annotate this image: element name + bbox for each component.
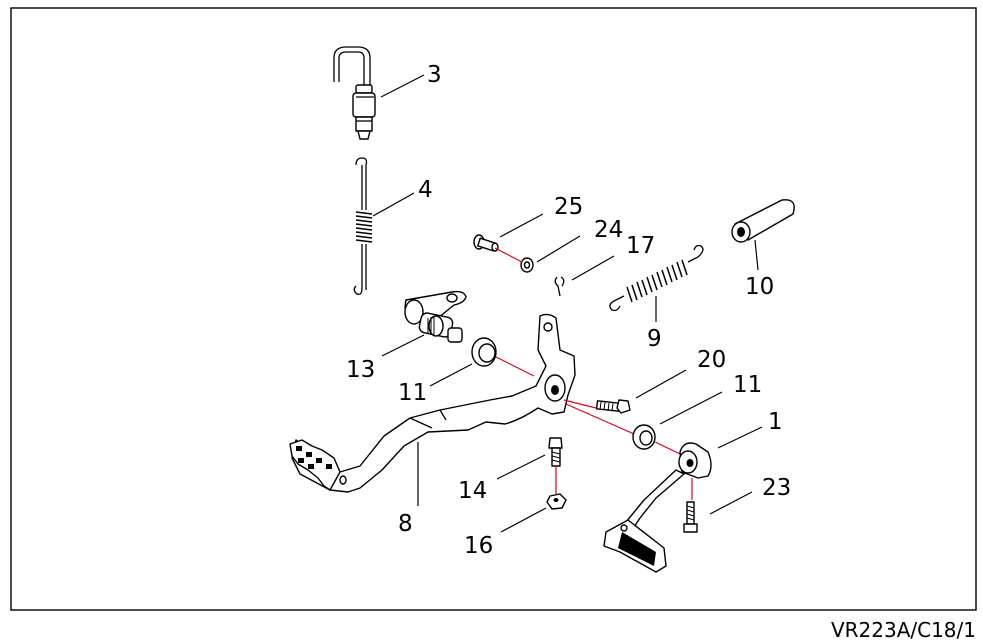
callout-16: 16	[464, 533, 493, 559]
part-1-shift-lever	[603, 442, 712, 573]
callout-1: 1	[768, 409, 783, 435]
part-14-bolt	[548, 437, 563, 467]
part-9-return-spring	[609, 244, 704, 312]
assembly-axis-11-1	[654, 441, 681, 455]
assembly-axis-25-24	[494, 247, 523, 263]
callout-10: 10	[745, 274, 774, 300]
part-3-brake-switch	[333, 46, 376, 140]
assembly-axis-11-8	[495, 356, 535, 377]
part-17-cotter-pin	[554, 276, 565, 297]
part-8-brake-pedal	[289, 313, 576, 493]
callout-4: 4	[418, 177, 433, 203]
assembly-axis-8-20	[563, 399, 597, 409]
part-4-spring-rod	[353, 157, 373, 296]
callout-3: 3	[427, 62, 442, 88]
part-16-nut	[546, 493, 567, 510]
part-11-bushing-upper	[471, 337, 497, 367]
reference-code: VR223A/C18/1	[831, 618, 976, 642]
callout-11-upper: 11	[398, 380, 427, 406]
callout-8: 8	[398, 511, 413, 537]
callout-14: 14	[458, 478, 487, 504]
leader-lines	[372, 74, 763, 533]
part-23-bolt	[683, 501, 698, 533]
callout-17: 17	[626, 233, 655, 259]
part-25-clevis-pin	[473, 234, 499, 252]
callout-13: 13	[346, 357, 375, 383]
callout-labels: 3 4 25 24 17 10 9 13 11 20 11 1 23 14 16…	[346, 62, 791, 559]
callout-25: 25	[554, 194, 583, 220]
callout-23: 23	[762, 475, 791, 501]
diagram-frame	[10, 7, 977, 611]
callout-11-lower: 11	[733, 372, 762, 398]
part-24-washer	[520, 257, 534, 273]
part-10-sleeve	[731, 199, 795, 243]
callout-20: 20	[697, 347, 726, 373]
assembly-axis-20-11	[565, 403, 635, 435]
part-20-bolt	[595, 399, 631, 414]
part-11-bushing-lower	[632, 424, 656, 450]
callout-24: 24	[594, 217, 623, 243]
callout-9: 9	[647, 326, 662, 352]
part-13-shaft-arm	[404, 290, 467, 343]
